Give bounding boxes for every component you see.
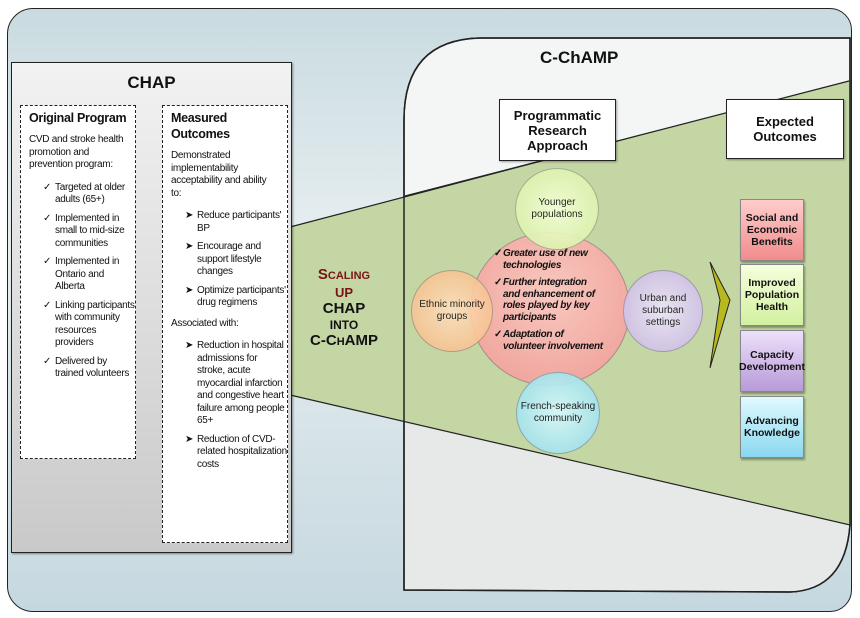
list-item: ➤Optimize participants' drug regimens [185, 284, 286, 309]
list-item: ✓Targeted at older adults (65+) [43, 181, 125, 206]
chap-title: CHAP [127, 73, 176, 92]
check-icon: ✓ [43, 181, 52, 193]
list-item: ✓Further integration and enhancement of … [494, 277, 595, 323]
measured-outcomes-intro: Demonstrated implementability acceptabil… [171, 150, 267, 199]
circle-ethnic: Ethnic minority groups [411, 270, 493, 352]
chevron-arrow-icon [709, 261, 731, 369]
check-icon: ✓ [494, 329, 503, 340]
scaling-label: Scaling up CHAP into C-ChAMP [296, 266, 392, 349]
circle-urban: Urban and suburban settings [623, 270, 703, 352]
check-icon: ✓ [43, 355, 52, 367]
list-item: ✓Linking participants with community res… [43, 299, 135, 349]
check-icon: ✓ [43, 299, 52, 311]
original-program-box: Original Program CVD and stroke health p… [20, 105, 136, 459]
outcome-population-health: Improved Population Health [740, 264, 804, 326]
scaling-word: Scaling [317, 266, 371, 283]
circle-younger: Younger populations [515, 168, 599, 250]
chap-word: CHAP [322, 300, 366, 317]
arrow-bullet-icon: ➤ [185, 433, 194, 445]
arrow-bullet-icon: ➤ [185, 241, 194, 252]
outcome-capacity: Capacity Development [739, 330, 805, 392]
list-item: ✓Adaptation of volunteer involvement [494, 329, 603, 352]
expected-outcomes-box: Expected Outcomes [726, 99, 844, 159]
measured-outcomes-box: Measured Outcomes Demonstrated implement… [162, 105, 288, 543]
check-icon: ✓ [494, 248, 503, 259]
list-item: ✓Delivered by trained volunteers [43, 355, 130, 380]
champ-word: C-ChAMP [310, 332, 378, 349]
list-item: ➤Reduce participants' BP [185, 210, 282, 234]
original-program-intro: CVD and stroke health promotion and prev… [29, 134, 124, 170]
circle-french: French-speaking community [516, 372, 600, 454]
outcome-knowledge: Advancing Knowledge [740, 396, 804, 458]
arrow-bullet-icon: ➤ [185, 340, 194, 351]
center-list: ✓Greater use of new technologies ✓Furthe… [494, 248, 604, 358]
arrow-bullet-icon: ➤ [185, 210, 194, 221]
measured-outcomes-heading: Measured Outcomes [171, 111, 230, 141]
list-item: ✓Greater use of new technologies [494, 248, 588, 271]
check-icon: ✓ [494, 277, 503, 288]
research-approach-box: Programmatic Research Approach [499, 99, 616, 161]
list-item: ✓Implemented in small to mid-size commun… [43, 212, 125, 249]
outcome-social-economic: Social and Economic Benefits [740, 199, 804, 261]
list-item: ➤Reduction of CVD-related hospitalizatio… [185, 433, 287, 470]
original-program-heading: Original Program [29, 111, 127, 125]
arrow-bullet-icon: ➤ [185, 284, 194, 296]
associated-label: Associated with: [171, 317, 239, 329]
check-icon: ✓ [43, 212, 52, 224]
up-word: up [334, 285, 354, 300]
list-item: ➤Encourage and support lifestyle changes [185, 241, 262, 277]
into-word: into [329, 318, 359, 332]
list-item: ✓Implemented in Ontario and Alberta [43, 256, 120, 292]
champ-title: C-ChAMP [540, 48, 619, 67]
list-item: ➤Reduction in hospital admissions for st… [185, 340, 285, 426]
check-icon: ✓ [43, 256, 52, 267]
